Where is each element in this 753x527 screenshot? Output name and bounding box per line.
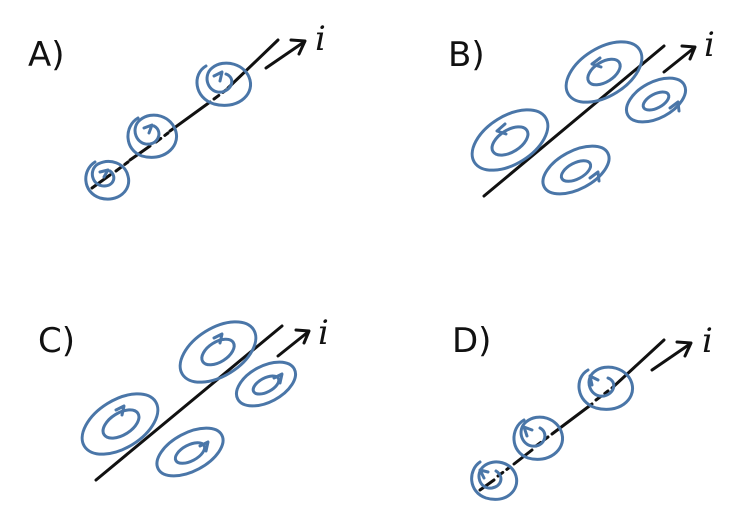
panel-b-field-loop-3 <box>541 144 611 196</box>
panel-d-field-loop-2 <box>512 415 565 461</box>
panel-b-label: B) <box>448 35 485 75</box>
panel-d: D) i <box>452 321 713 501</box>
panel-d-label: D) <box>452 321 491 361</box>
panel-c-field-loop-1 <box>80 392 160 456</box>
panel-a-field-loop-3 <box>195 61 252 107</box>
panel-a-label: A) <box>28 35 65 75</box>
panel-b-wire <box>482 44 697 198</box>
panel-a-field-loop-1 <box>84 160 131 201</box>
panel-a: A) i <box>28 19 326 201</box>
panel-c-field-loop-2 <box>178 320 258 384</box>
panel-b-field-loop-4 <box>625 76 687 124</box>
panel-d-field-loop-1 <box>470 460 519 501</box>
panel-b-current-label: i <box>704 25 715 65</box>
panel-c-wire <box>94 324 311 482</box>
panel-b-field-loop-1 <box>470 108 550 172</box>
panel-c: C) i <box>38 313 329 482</box>
panel-c-label: C) <box>38 321 75 361</box>
panel-b: B) i <box>448 25 715 198</box>
panel-d-field-loop-3 <box>577 365 634 411</box>
panel-c-current-label: i <box>318 313 329 353</box>
panel-a-field-loop-2 <box>126 113 179 159</box>
panel-d-current-label: i <box>702 321 713 361</box>
panel-c-field-loop-3 <box>155 426 225 478</box>
panel-b-field-loop-2 <box>564 40 644 104</box>
panel-a-current-label: i <box>315 19 326 59</box>
panel-c-field-loop-4 <box>235 360 297 408</box>
panel-a-wire <box>90 38 307 190</box>
